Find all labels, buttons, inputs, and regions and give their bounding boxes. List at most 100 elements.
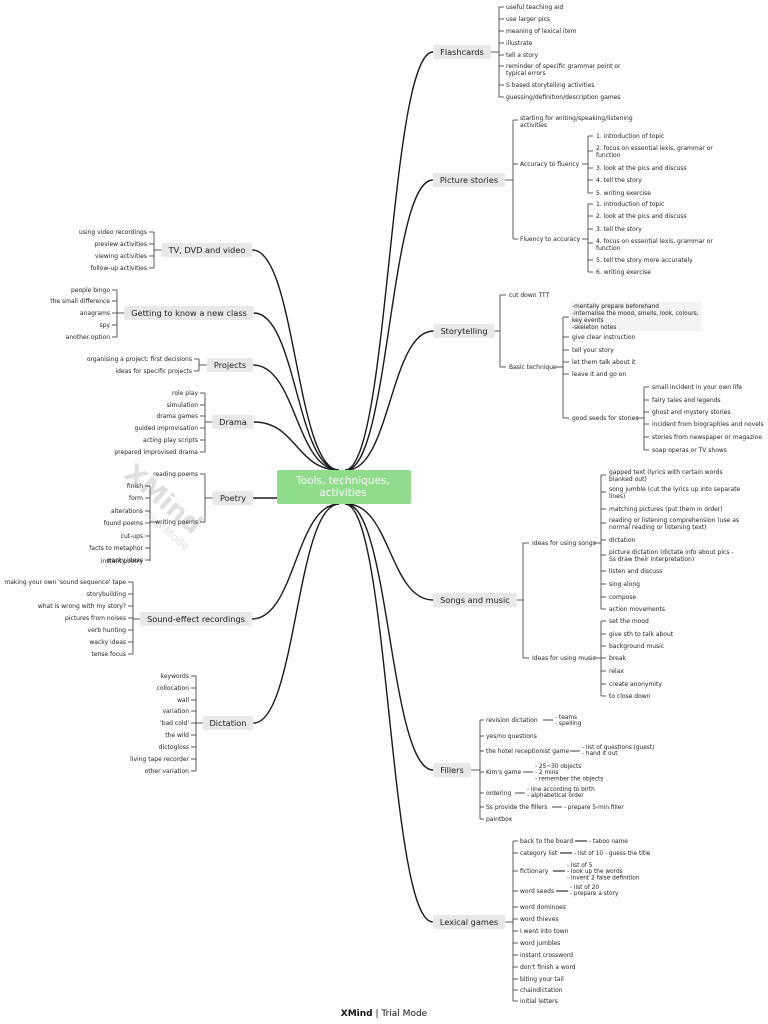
leaf-action-movements: action movements	[609, 606, 665, 613]
leaf-spelling-2: - spelling	[555, 721, 582, 727]
leaf-keywords: keywords	[161, 673, 189, 680]
central-node[interactable]	[277, 470, 411, 504]
leaf-prepare-5-min-filler-15: - prepare 5-min filler	[564, 805, 624, 811]
leaf-look-up-the-words-6: - look up the words	[567, 869, 623, 875]
note-basic-technique-line: -skeleton notes	[572, 325, 616, 331]
leaf-alterations: alterations	[111, 508, 143, 515]
leaf-dictation: dictation	[609, 537, 635, 544]
branch-songs-and-music[interactable]: Songs and music	[440, 595, 510, 605]
leaf-2-mins-9: - 2 mins	[535, 770, 558, 776]
leaf-form: form	[129, 495, 143, 502]
branch-connector	[253, 503, 340, 724]
branch-box[interactable]	[433, 45, 491, 59]
leaf-using-video-recordings: using video recordings	[79, 229, 147, 236]
leaf-useful-teaching-aid: useful teaching aid	[506, 4, 563, 11]
leaf-create-anonymity: create anonymity	[609, 681, 662, 688]
branch-connector	[251, 503, 340, 620]
leaf-acting-play-scripts: acting play scripts	[143, 437, 198, 444]
sub-basic-technique: Basic technique	[509, 364, 557, 371]
branch-box[interactable]	[212, 415, 254, 429]
leaf-wacky-ideas: wacky ideas	[106, 557, 143, 564]
leaf-ideas-for-specific-projects: ideas for specific projects	[115, 368, 192, 375]
branch-connector	[252, 249, 340, 471]
branch-projects[interactable]: Projects	[214, 360, 246, 370]
leaf-song-jumble-cut-the-lyrics-up-into-separ: song jumble (cut the lyrics up into sepa…	[609, 486, 741, 500]
branch-sound-effect-recordings[interactable]: Sound-effect recordings	[147, 614, 245, 624]
branch-drama[interactable]: Drama	[219, 417, 247, 427]
branch-dictation[interactable]: Dictation	[210, 718, 247, 728]
branch-box[interactable]	[432, 173, 506, 187]
leaf-i-went-into-town: I went into town	[520, 928, 569, 935]
leaf-preview-activities: preview activities	[94, 241, 147, 248]
leaf-alphabetical-order-13: - alphabetical order	[527, 793, 584, 799]
leaf-gapped-text-lyrics-with-certain-words-bl-line: blanked out)	[609, 476, 647, 483]
leaf-finish: finish	[127, 483, 143, 490]
leaf-2-look-at-the-pics-and-discuss: 2. look at the pics and discuss	[596, 213, 687, 220]
note-basic-technique-line: -internalise the mood, smells, look, col…	[572, 311, 699, 317]
leaf-small-incident-in-your-own-life: small incident in your own life	[652, 384, 742, 391]
leaf-use-larger-pics: use larger pics	[506, 16, 550, 23]
branch-poetry[interactable]: Poetry	[220, 493, 246, 503]
branch-box[interactable]	[433, 324, 495, 338]
leaf-role-play: role play	[172, 390, 198, 397]
branch-lexical-games[interactable]: Lexical games	[440, 917, 498, 927]
leaf-tell-a-story: tell a story	[506, 52, 538, 59]
leaf-instant-crossword: instant crossword	[520, 952, 573, 959]
note-basic-technique: -mentally prepare beforehand-internalise…	[572, 304, 699, 331]
leaf-song-jumble-cut-the-lyrics-up-into-separ-line: lines)	[609, 493, 625, 500]
branch-box[interactable]	[161, 243, 253, 257]
branch-picture-stories[interactable]: Picture stories	[440, 175, 498, 185]
branch-box[interactable]	[433, 763, 471, 777]
branch-flashcards[interactable]: Flashcards	[440, 47, 484, 57]
note-basic-technique-line: -mentally prepare beforehand	[572, 304, 659, 310]
leaf-leave-it-and-go-on: leave it and go on	[572, 371, 626, 378]
leaf-2-focus-on-essential-lexis-grammar-or-fu-line: function	[596, 152, 621, 159]
leaf-guided-improvisation: guided improvisation	[135, 425, 199, 432]
leaf-initial-letters: initial letters	[520, 998, 558, 1005]
branch-storytelling[interactable]: Storytelling	[440, 326, 487, 336]
branch-box[interactable]	[432, 915, 506, 929]
branch-box[interactable]	[212, 491, 254, 505]
branch-box[interactable]	[206, 358, 254, 372]
branch-tv-dvd-and-video[interactable]: TV, DVD and video	[168, 245, 246, 255]
sub-accuracy-to-fluency: Accuracy to fluency	[520, 161, 580, 168]
branch-box[interactable]	[140, 612, 252, 626]
branch-box[interactable]	[433, 593, 517, 607]
leaf-viewing-activities: viewing activities	[95, 253, 147, 260]
leaf-ordering: ordering	[486, 790, 511, 797]
connector-layer	[112, 6, 649, 1002]
leaf-reminder-of-specific-grammar-point-or-ty-line: typical errors	[506, 70, 546, 77]
leaf-to-close-down: to close down	[609, 693, 651, 700]
leaf-line-according-to-birth-12: - line according to birth	[527, 787, 595, 793]
branch-getting-to-know-a-new-class[interactable]: Getting to know a new class	[131, 308, 247, 318]
node-layer: Tools, techniques, activities Flashcards us…	[4, 4, 763, 1005]
leaf-variation: variation	[162, 708, 189, 715]
leaf-guessing-definition-description-games: guessing/definition/description games	[506, 94, 621, 101]
leaf-break: break	[609, 655, 627, 662]
leaf-starting-for-writing-line: starting for writing/speaking/listening	[520, 115, 633, 122]
leaf-starting-for-writing-line: activities	[520, 122, 547, 129]
leaf-don-t-finish-a-word: don't finish a word	[520, 964, 576, 971]
leaf-list-of-questions-guest-5: - list of questions (guest)	[582, 745, 654, 751]
branch-fillers[interactable]: Fillers	[440, 765, 464, 775]
leaf-reading-poems: reading poems	[153, 471, 198, 478]
leaf-word-seeds: word seeds	[520, 888, 554, 895]
leaf-what-is-wrong-with-my-story: what is wrong with my story?	[38, 603, 126, 610]
branch-box[interactable]	[124, 306, 254, 320]
leaf-hand-it-out-6: - hand it out	[582, 751, 618, 757]
leaf-meaning-of-lexical-item: meaning of lexical item	[506, 28, 577, 35]
leaf-stories-from-newspaper-or-magazine: stories from newspaper or magazine	[652, 434, 762, 441]
leaf-tense-focus: tense focus	[91, 651, 126, 658]
footer-mode: Trial Mode	[381, 1009, 428, 1019]
central-line-1: Tools, techniques,	[295, 475, 390, 487]
leaf-spy: spy	[100, 322, 111, 329]
leaf-paintbox: paintbox	[486, 816, 513, 823]
leaf-3-look-at-the-pics-and-discuss: 3. look at the pics and discuss	[596, 165, 687, 172]
leaf-another-option: another option	[66, 334, 111, 341]
sub-ideas-songs: Ideas for using songs	[532, 540, 596, 547]
leaf-word-dominoes: word dominoes	[520, 904, 566, 911]
leaf-matching-pictures-put-them-in-order: matching pictures (put them in order)	[609, 506, 723, 513]
branch-box[interactable]	[202, 716, 254, 730]
